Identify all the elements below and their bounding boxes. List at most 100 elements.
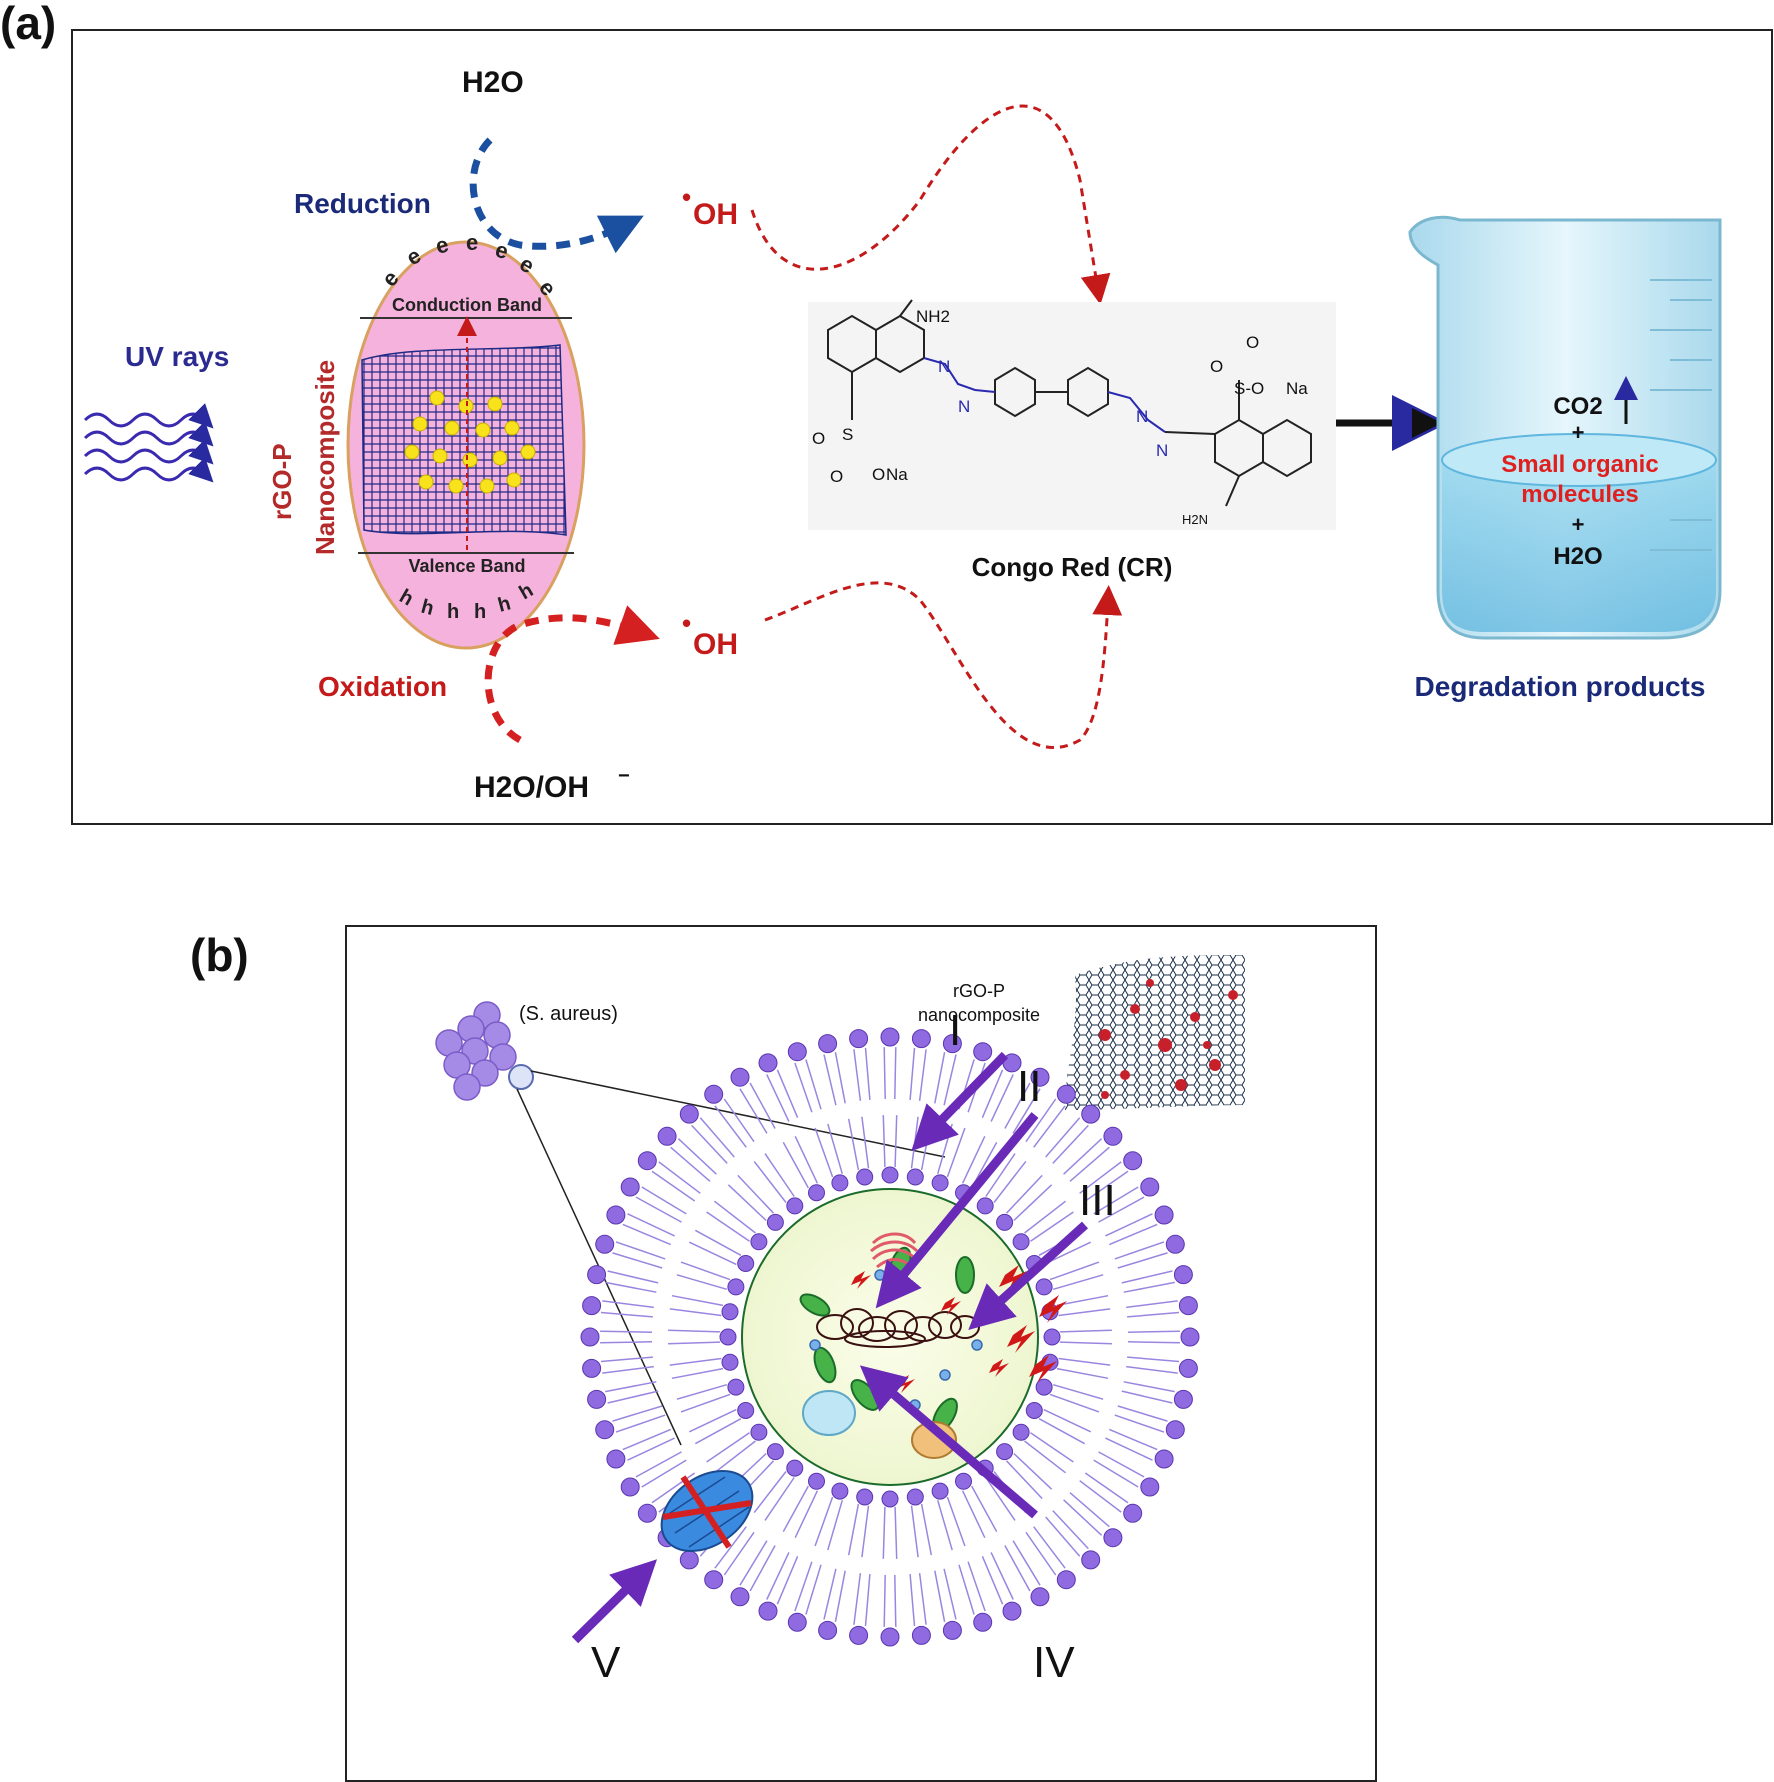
phospholipid-tail — [669, 1357, 722, 1366]
phospholipid-tail — [776, 1069, 799, 1118]
nanocomposite-particles — [1099, 979, 1238, 1099]
phospholipid-head — [737, 1402, 755, 1419]
phospholipid-tail — [688, 1408, 737, 1433]
phospholipid-head — [1035, 1378, 1053, 1396]
phospholipid-tail — [1126, 1365, 1178, 1374]
mechanism-labels: I II III IV V — [591, 1006, 1116, 1687]
phospholipid-tail — [635, 1451, 682, 1478]
phospholipid-head — [1002, 1601, 1022, 1621]
phospholipid-tail — [1098, 1451, 1145, 1478]
phospholipid-tail — [1098, 1196, 1145, 1223]
phospholipid-tail — [1105, 1437, 1153, 1461]
svg-text:O: O — [872, 465, 885, 484]
phospholipid-head — [973, 1042, 993, 1062]
inner-membrane — [719, 1166, 1061, 1508]
phospholipid-tail — [622, 1223, 671, 1246]
phospholipid-head — [1178, 1296, 1198, 1316]
vacuole — [802, 1390, 856, 1436]
phospholipid-head — [996, 1213, 1014, 1231]
svg-text:h: h — [447, 601, 459, 623]
phospholipid-tail — [1127, 1311, 1180, 1318]
phospholipid-head — [606, 1205, 626, 1225]
phospholipid-tail — [1024, 1440, 1067, 1474]
phospholipid-tail — [834, 1570, 846, 1622]
phospholipid-tail — [936, 1499, 953, 1551]
uv-wave-icon — [83, 403, 214, 483]
phospholipid-tail — [985, 1153, 1016, 1197]
phospholipid-tail — [1049, 1261, 1100, 1281]
phospholipid-tail — [1109, 1223, 1158, 1246]
phospholipid-tail — [861, 1505, 870, 1558]
panel-a-label: (a) — [0, 0, 57, 49]
phospholipid-tail — [699, 1117, 735, 1158]
phospholipid-tail — [680, 1261, 731, 1281]
phospholipid-tail — [981, 1556, 1004, 1605]
phospholipid-tail — [1043, 1408, 1092, 1433]
phospholipid-head — [637, 1503, 657, 1523]
phospholipid-tail — [1012, 1088, 1041, 1134]
radical-path-bottom — [764, 581, 1123, 749]
label-V: V — [591, 1638, 621, 1687]
mechanism-arrows — [571, 1051, 1089, 1644]
phospholipid-tail — [1013, 1452, 1053, 1490]
phospholipid-tail — [971, 1485, 998, 1533]
oxidation-label: Oxidation — [318, 671, 447, 702]
phospholipid-tail — [894, 1115, 898, 1168]
oxidation-arrow — [484, 605, 660, 744]
blocked-porin-icon — [660, 1470, 754, 1552]
phospholipid-head — [730, 1067, 750, 1087]
phospholipid-tail — [600, 1356, 653, 1363]
phospholipid-tail — [882, 1506, 886, 1559]
phospholipid-head — [1056, 1570, 1076, 1590]
beaker-icon — [1408, 215, 1722, 640]
phospholipid-head — [1165, 1420, 1185, 1440]
phospholipid-tail — [1005, 1174, 1043, 1214]
phospholipid-head — [1056, 1084, 1076, 1104]
svg-text:S: S — [842, 425, 853, 444]
svg-text:h: h — [419, 596, 436, 620]
svg-text:N: N — [938, 357, 950, 376]
reduction-label: Reduction — [294, 188, 431, 219]
nanocomposite-label-line1: rGO-P — [953, 981, 1005, 1001]
phospholipid-head — [808, 1184, 825, 1202]
phospholipid-tail — [805, 1564, 822, 1615]
phospholipid-head — [620, 1177, 640, 1197]
phospholipid-tail — [764, 1477, 795, 1521]
phospholipid-head — [931, 1174, 949, 1192]
phospholipid-tail — [1093, 1459, 1139, 1488]
phospholipid-tail — [627, 1437, 675, 1461]
phospholipid-tail — [600, 1311, 653, 1318]
graphene-sheet — [361, 344, 567, 536]
phospholipid-head — [1030, 1067, 1050, 1087]
conduction-band-label: Conduction Band — [392, 295, 542, 315]
phospholipid-head — [1035, 1278, 1053, 1296]
phospholipid-tail — [1079, 1480, 1122, 1513]
phospholipid-head — [704, 1570, 724, 1590]
phospholipid-tail — [641, 1186, 687, 1215]
phospholipid-tail — [1052, 1383, 1104, 1400]
phospholipid-head — [1043, 1328, 1061, 1346]
svg-text:N: N — [1156, 441, 1168, 460]
phospholipid-tail — [946, 1127, 966, 1178]
bacteria-cluster-icon — [435, 1001, 517, 1101]
phospholipid-tail — [1045, 1117, 1081, 1158]
oh-radical-bottom-dot: • — [682, 608, 691, 638]
phospholipid-tail — [958, 1564, 975, 1615]
phospholipid-tail — [1056, 1367, 1109, 1380]
phospholipid-tail — [827, 1499, 844, 1551]
phospholipid-tail — [1084, 1170, 1129, 1202]
phospholipid-tail — [918, 1573, 927, 1625]
svg-text:N: N — [1136, 407, 1148, 426]
phospholipid-tail — [612, 1405, 663, 1422]
dna-coil — [816, 1308, 980, 1348]
phospholipid-tail — [1058, 1357, 1111, 1366]
phospholipid-tail — [668, 1341, 721, 1345]
phospholipid-head — [931, 1482, 949, 1500]
phospholipid-tail — [1058, 1308, 1111, 1317]
phospholipid-tail — [864, 1047, 871, 1100]
dye-name-label: Congo Red (CR) — [972, 552, 1173, 582]
phospholipid-tail — [713, 1200, 756, 1234]
outer-membrane — [580, 1027, 1200, 1647]
phospholipid-tail — [651, 1170, 696, 1202]
degradation-arrow-head — [1412, 408, 1442, 438]
